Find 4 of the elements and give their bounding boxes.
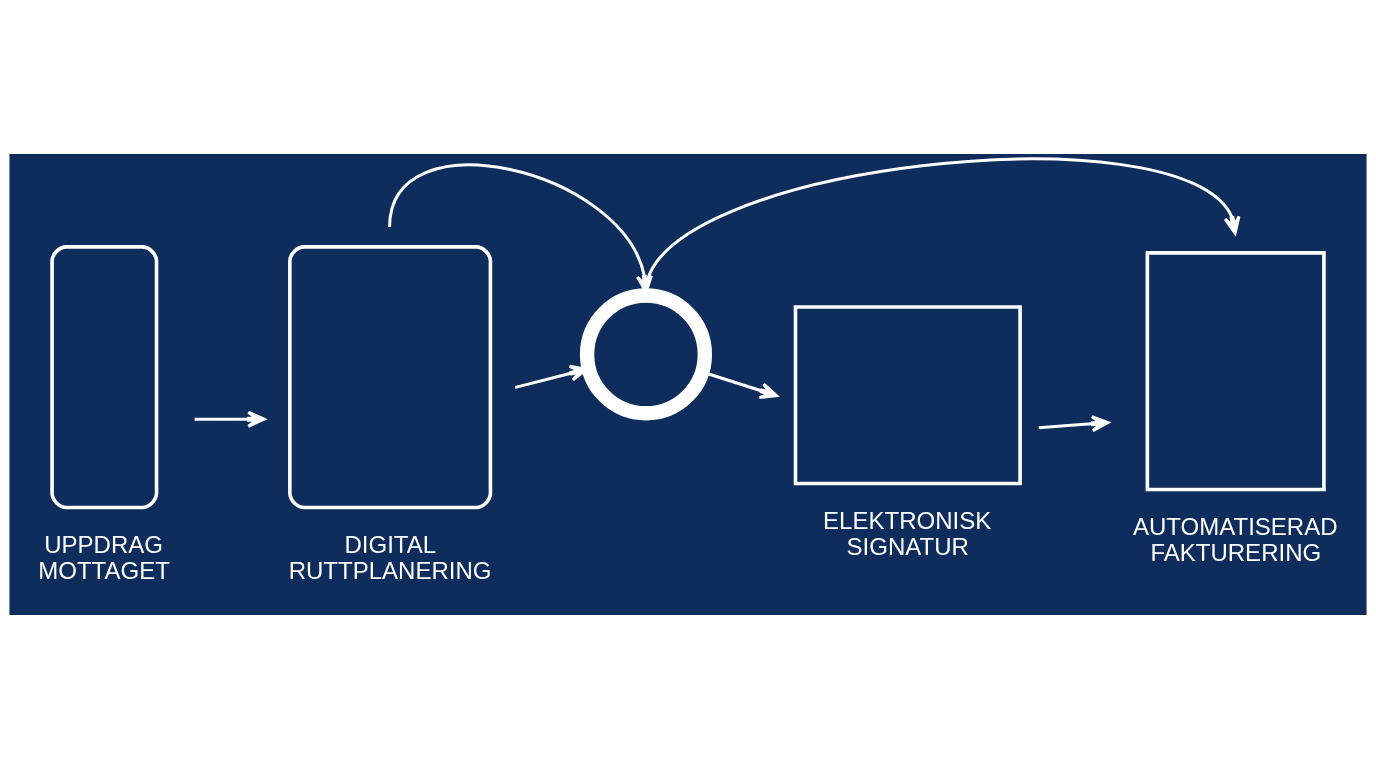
node-label: ELEKTRONISK SIGNATUR xyxy=(823,506,992,560)
node-label: UPPDRAG MOTTAGET xyxy=(38,530,170,584)
node-label: DIGITAL RUTTPLANERING xyxy=(288,530,492,584)
node-label: AUTOMATISERAD FAKTURERING xyxy=(1132,512,1338,566)
